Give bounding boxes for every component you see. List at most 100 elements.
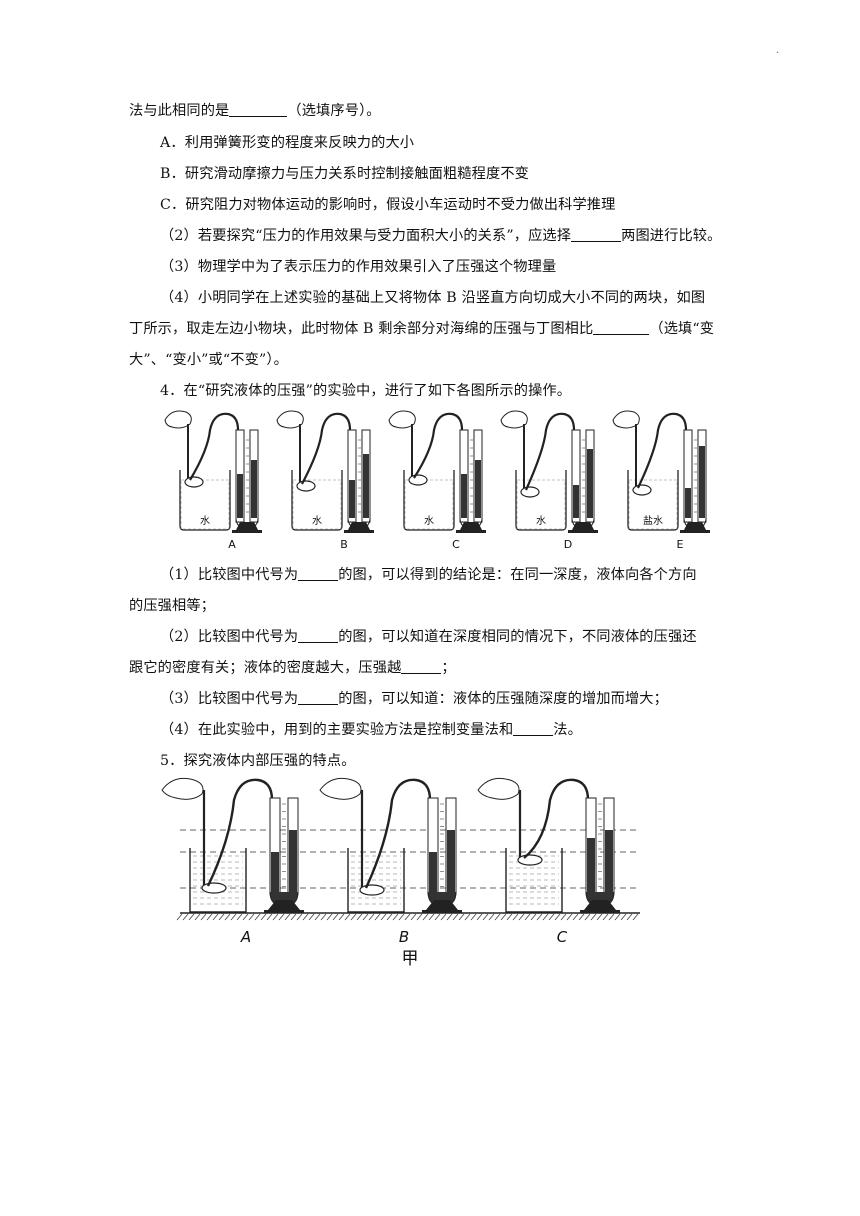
answer-blank[interactable] [593,320,650,335]
table-hatch [260,913,267,921]
table-hatch [308,913,315,921]
stand-base [268,900,300,910]
table-hatch [320,913,327,921]
experiment-panel: 水B [276,410,374,551]
table-hatch [272,913,279,921]
table-hatch [344,913,351,921]
panel-label: A [228,538,236,551]
table-hatch [284,913,291,921]
liquid-label: 水 [312,515,322,527]
stand-base [236,522,258,530]
panel-label: B [340,538,348,551]
table-hatch [230,913,237,921]
q4-part2-line1: （2）比较图中代号为的图，可以知道在深度相同的情况下，不同液体的压强还 [160,628,697,645]
liquid [292,479,342,530]
liquid-label: 盐水 [643,514,663,527]
answer-blank[interactable] [298,690,339,705]
q3-option-c: C．研究阻力对物体运动的影响时，假设小车运动时不受力做出科学推理 [160,197,616,213]
stand-base [584,900,616,910]
rubber-hose [637,412,688,489]
table-hatch [566,913,573,921]
table-hatch [548,913,555,921]
table-hatch [506,913,513,921]
table-hatch [500,913,507,921]
q4-title: 4．在“研究液体的压强”的实验中，进行了如下各图所示的操作。 [160,383,572,399]
panel-label: A [240,928,251,946]
probe-head [296,480,316,492]
rubber-hose [189,412,240,481]
answer-blank[interactable] [229,102,288,117]
table-hatch [530,913,537,921]
table-hatch [422,913,429,921]
liquid-label: 水 [536,515,546,527]
table-hatch [290,913,297,921]
liquid-column [587,838,595,894]
table-hatch [302,913,309,921]
table-hatch [620,913,627,921]
table-hatch [536,913,543,921]
table-hatch [440,913,447,921]
beaker [347,848,405,913]
q3-line1: 法与此相同的是（选填序号）。 [129,102,381,119]
table-hatch [380,913,387,921]
table-hatch [626,913,633,921]
table-hatch [326,913,333,921]
table-hatch [416,913,423,921]
answer-blank[interactable] [513,721,554,736]
probe-head [184,476,204,488]
table-hatch [194,913,201,921]
table-hatch [542,913,549,921]
stand-foot [344,530,374,533]
probe-head [201,882,227,894]
stand-foot [456,530,486,533]
q3-part4-line3: 大”、“变小”或“不变”）。 [129,352,288,368]
rubber-hose [413,412,464,479]
table-hatch [182,913,189,921]
answer-blank[interactable] [571,227,622,242]
table-hatch [458,913,465,921]
liquid-column [447,830,455,894]
q4-part4: （4）在此实验中，用到的主要实验方法是控制变量法和法。 [160,721,582,738]
liquid-column [573,485,579,518]
table-hatch [254,913,261,921]
probe-head [359,884,385,896]
table-hatch [404,913,411,921]
table-hatch [560,913,567,921]
stand-foot [422,910,462,913]
table-hatch [572,913,579,921]
experiment-panel: A [161,777,304,946]
rubber-hose [206,778,274,887]
table-hatch [464,913,471,921]
beaker [627,470,679,531]
page-mark: · [776,48,780,59]
beaker [179,470,231,531]
q3-part3: （3）物理学中为了表示压力的作用效果引入了压强这个物理量 [160,259,557,275]
table-hatch [518,913,525,921]
experiment-panel: B [319,777,462,946]
hand-icon [319,777,362,800]
liquid-column [271,852,279,894]
experiment-panel: 水C [388,410,486,551]
table-hatch [296,913,303,921]
liquid-column [251,460,257,518]
probe-head [408,474,428,486]
answer-blank[interactable] [401,659,442,674]
table-hatch [428,913,435,921]
answer-blank[interactable] [298,566,339,581]
table-hatch [524,913,531,921]
liquid-label: 水 [424,515,434,527]
beaker [189,848,247,913]
q5-title: 5．探究液体内部压强的特点。 [160,753,356,769]
hand-icon [276,410,304,429]
beaker [515,470,567,531]
panel-label: E [677,538,684,551]
rubber-hose [364,778,432,889]
liquid-column [461,474,467,518]
table-hatch [446,913,453,921]
hand-icon [612,410,640,429]
answer-blank[interactable] [298,628,339,643]
experiment-panel: 水D [500,410,598,551]
stand-base [348,522,370,530]
